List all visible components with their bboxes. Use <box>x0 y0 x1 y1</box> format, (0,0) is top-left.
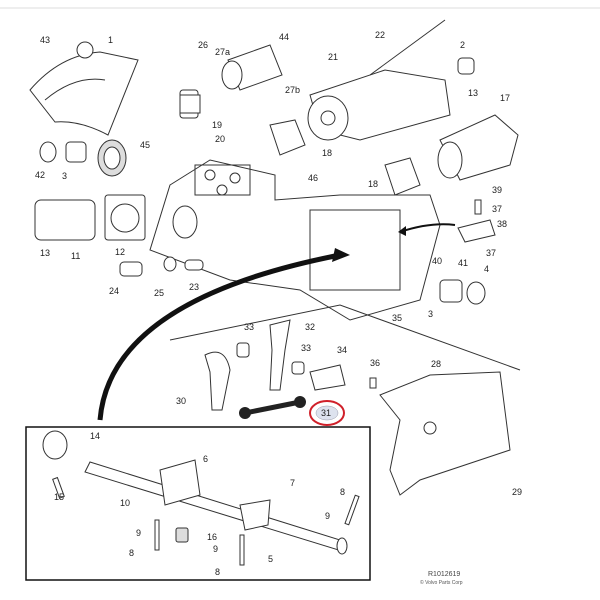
part-label-44[interactable]: 44 <box>279 32 289 42</box>
part-label-46[interactable]: 46 <box>308 173 318 183</box>
part-label-4[interactable]: 4 <box>484 264 489 274</box>
part-label-27b[interactable]: 27b <box>285 85 300 95</box>
part-label-33[interactable]: 33 <box>244 322 254 332</box>
part-label-9[interactable]: 9 <box>325 511 330 521</box>
part-label-28[interactable]: 28 <box>431 359 441 369</box>
part-label-32[interactable]: 32 <box>305 322 315 332</box>
part-label-40[interactable]: 40 <box>432 256 442 266</box>
part-label-45[interactable]: 45 <box>140 140 150 150</box>
part-label-5[interactable]: 5 <box>268 554 273 564</box>
part-label-15[interactable]: 15 <box>54 492 64 502</box>
highlight-circle-31 <box>309 400 345 426</box>
part-label-3b[interactable]: 3 <box>428 309 433 319</box>
part-label-9c[interactable]: 9 <box>213 544 218 554</box>
part-label-18[interactable]: 18 <box>322 148 332 158</box>
part-label-43[interactable]: 43 <box>40 35 50 45</box>
part-label-13[interactable]: 13 <box>468 88 478 98</box>
part-label-22[interactable]: 22 <box>375 30 385 40</box>
part-label-36[interactable]: 36 <box>370 358 380 368</box>
flange-part-17 <box>269 114 519 196</box>
detail-arrow <box>97 252 341 421</box>
part-label-11[interactable]: 11 <box>71 251 80 261</box>
part-label-1[interactable]: 1 <box>108 35 113 45</box>
part-label-30[interactable]: 30 <box>176 396 186 406</box>
bearing-seals-left <box>39 139 127 177</box>
part-label-23[interactable]: 23 <box>189 282 199 292</box>
linkage-outline <box>169 304 521 371</box>
part-label-25[interactable]: 25 <box>154 288 164 298</box>
part-label-8c[interactable]: 8 <box>215 567 220 577</box>
part-label-8b[interactable]: 8 <box>129 548 134 558</box>
part-label-33b[interactable]: 33 <box>301 343 311 353</box>
rod-part-31-shape <box>244 399 301 416</box>
part-label-37b[interactable]: 37 <box>486 248 496 258</box>
part-label-19[interactable]: 19 <box>212 120 222 130</box>
part-label-29[interactable]: 29 <box>512 487 522 497</box>
part-label-39[interactable]: 39 <box>492 185 502 195</box>
cover-part-1 <box>29 41 139 136</box>
small-parts-right <box>119 94 496 305</box>
part-label-21[interactable]: 21 <box>328 52 338 62</box>
part-label-34[interactable]: 34 <box>337 345 347 355</box>
housing-part-46 <box>149 159 441 321</box>
flanges-left <box>34 194 146 241</box>
linkage-parts <box>204 319 511 496</box>
part-label-12[interactable]: 12 <box>115 247 125 257</box>
part-label-17[interactable]: 17 <box>500 93 510 103</box>
drawing-id: R1012619 <box>428 571 460 578</box>
actuator-part-21 <box>307 19 475 141</box>
part-label-10[interactable]: 10 <box>120 498 130 508</box>
shaft-assembly <box>42 430 360 566</box>
part-label-42[interactable]: 42 <box>35 170 45 180</box>
part-label-13b[interactable]: 13 <box>40 248 50 258</box>
part-label-35[interactable]: 35 <box>392 313 402 323</box>
part-label-9b[interactable]: 9 <box>136 528 141 538</box>
part-label-18b[interactable]: 18 <box>368 179 378 189</box>
part-labels: 43 1 26 27a 44 27b 22 21 2 19 20 18 13 1… <box>35 30 522 577</box>
part-label-26[interactable]: 26 <box>198 40 208 50</box>
part-label-3[interactable]: 3 <box>62 171 67 181</box>
part-label-38[interactable]: 38 <box>497 219 507 229</box>
part-label-7[interactable]: 7 <box>290 478 295 488</box>
part-label-24[interactable]: 24 <box>109 286 119 296</box>
detail-box <box>25 426 371 581</box>
part-label-27a[interactable]: 27a <box>215 47 230 57</box>
copyright: © Volvo Parts Corp <box>420 579 463 586</box>
part-label-2[interactable]: 2 <box>460 40 465 50</box>
part-label-20[interactable]: 20 <box>215 134 225 144</box>
part-label-37[interactable]: 37 <box>492 204 502 214</box>
part-label-6[interactable]: 6 <box>203 454 208 464</box>
part-label-8[interactable]: 8 <box>340 487 345 497</box>
part-label-41[interactable]: 41 <box>458 258 468 268</box>
part-label-16[interactable]: 16 <box>207 532 217 542</box>
part-label-31[interactable]: 31 <box>321 408 331 418</box>
part-label-14[interactable]: 14 <box>90 431 100 441</box>
